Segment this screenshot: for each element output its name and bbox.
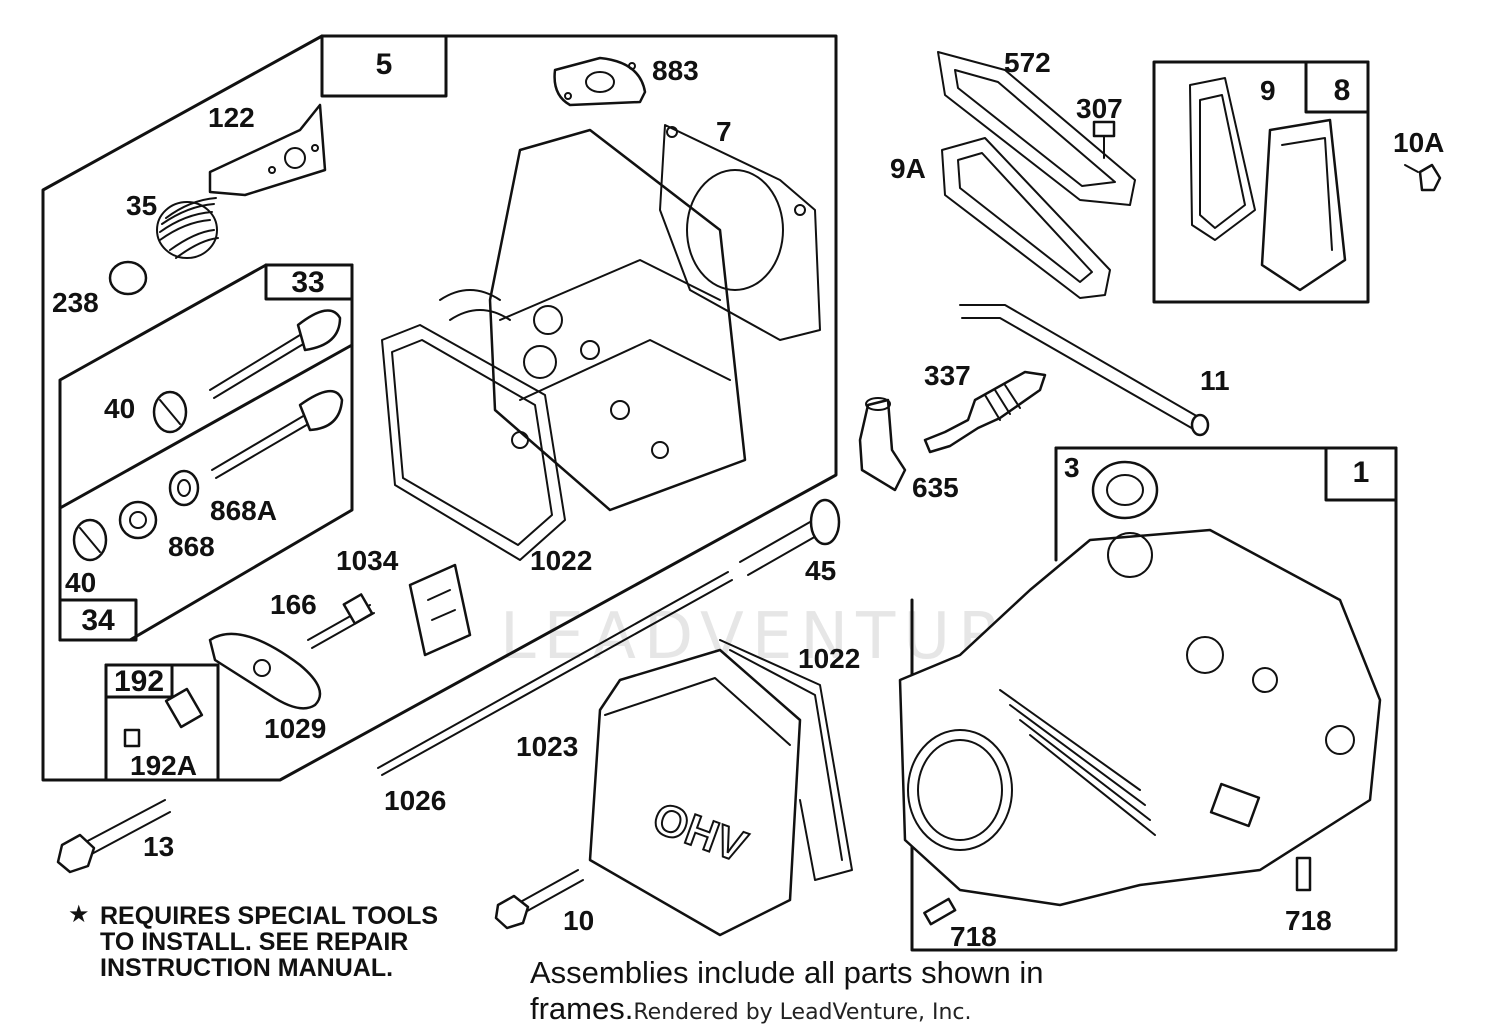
- label-1023: 1023: [516, 731, 578, 762]
- frame-5-label: 5: [376, 48, 393, 81]
- part-192a: [123, 687, 204, 748]
- part-9a-gasket: [941, 137, 1111, 299]
- part-1022-gasket-left: [381, 324, 566, 561]
- label-10a: 10A: [1393, 127, 1444, 158]
- footer: Assemblies include all parts shown in fr…: [530, 955, 1250, 1031]
- part-883-gasket: [553, 56, 647, 107]
- part-868a-washer: [168, 469, 200, 507]
- part-13-bolt: [56, 799, 171, 874]
- frame-34-tag: [58, 598, 138, 642]
- part-3-oil-seal: [1091, 460, 1159, 520]
- part-35-spring: [156, 197, 219, 259]
- star-icon: ★: [68, 900, 90, 928]
- label-9a: 9A: [890, 153, 926, 184]
- part-valve-upper: [209, 309, 342, 399]
- part-45-tube: [739, 498, 841, 576]
- part-11-tube: [959, 304, 1210, 437]
- part-1026-pushrod: [377, 571, 733, 776]
- label-1026: 1026: [384, 785, 446, 816]
- part-40-keeper-lower: [72, 518, 108, 562]
- part-crankcase: [898, 528, 1382, 907]
- label-192a: 192A: [130, 750, 197, 781]
- note-line-1: REQUIRES SPECIAL TOOLS: [100, 902, 439, 930]
- frame-34-label: 34: [81, 604, 115, 637]
- label-3: 3: [1064, 452, 1080, 483]
- note-line-2: TO INSTALL. SEE REPAIR: [100, 928, 409, 956]
- label-868a: 868A: [210, 495, 277, 526]
- frame-5: 5: [41, 34, 838, 782]
- part-1022-gasket-right: [719, 639, 853, 881]
- part-40-keeper-upper: [152, 390, 188, 434]
- frame-33-label: 33: [291, 266, 324, 299]
- label-868: 868: [168, 531, 215, 562]
- part-718-dowel-left: [923, 897, 957, 926]
- frame-33-tag: [264, 263, 354, 301]
- part-valve-lower: [211, 390, 344, 479]
- label-718-right: 718: [1285, 905, 1332, 936]
- label-35: 35: [126, 190, 157, 221]
- part-breather-cover: [1260, 118, 1347, 292]
- label-1029: 1029: [264, 713, 326, 744]
- part-572-gasket: [937, 51, 1136, 206]
- part-166-stud: [307, 593, 375, 649]
- part-7-head-gasket: [659, 124, 821, 341]
- label-122: 122: [208, 102, 255, 133]
- rendered-by: Rendered by LeadVenture, Inc.: [633, 1000, 972, 1025]
- part-635-boot: [858, 397, 907, 492]
- label-337: 337: [924, 360, 971, 391]
- label-13: 13: [143, 831, 174, 862]
- label-45: 45: [805, 555, 836, 586]
- part-10-bolt: [494, 869, 584, 930]
- frame-192-label: 192: [114, 665, 164, 698]
- label-718-left: 718: [950, 921, 997, 952]
- part-10a-screw: [1404, 163, 1442, 192]
- label-166: 166: [270, 589, 317, 620]
- part-9-gasket: [1189, 77, 1256, 241]
- frame-192: 192: [104, 663, 220, 782]
- part-718-dowel-right: [1295, 856, 1312, 892]
- part-1023-valve-cover: OHV: [588, 648, 802, 937]
- special-tools-note: REQUIRES SPECIAL TOOLS TO INSTALL. SEE R…: [68, 903, 438, 981]
- label-1022-left: 1022: [530, 545, 592, 576]
- label-9: 9: [1260, 75, 1276, 106]
- label-10: 10: [563, 905, 594, 936]
- label-7: 7: [716, 116, 732, 147]
- label-40-upper: 40: [104, 393, 135, 424]
- frame-33-34: 33 34: [58, 263, 354, 642]
- label-883: 883: [652, 55, 699, 86]
- part-122-plate: [208, 103, 327, 197]
- part-cylinder-head: [439, 128, 747, 512]
- label-40-lower: 40: [65, 567, 96, 598]
- frame-8: 8: [1152, 60, 1370, 304]
- part-337-spark-plug: [923, 370, 1047, 454]
- frame-5-tag: [320, 34, 448, 98]
- part-307-screw: [1092, 120, 1116, 159]
- label-1022-right: 1022: [798, 643, 860, 674]
- label-635: 635: [912, 472, 959, 503]
- frame-1-label: 1: [1353, 456, 1370, 489]
- label-572: 572: [1004, 47, 1051, 78]
- label-11: 11: [1200, 365, 1230, 396]
- part-1034-plate: [408, 563, 472, 657]
- note-line-3: INSTRUCTION MANUAL.: [100, 954, 394, 982]
- frame-8-label: 8: [1334, 74, 1351, 107]
- footer-text: Assemblies include all parts shown in fr…: [530, 955, 1044, 1026]
- part-1029-rocker: [208, 632, 322, 710]
- label-238: 238: [52, 287, 99, 318]
- part-868-seal: [118, 500, 158, 540]
- label-1034: 1034: [336, 545, 399, 576]
- part-238-cap: [108, 260, 148, 296]
- label-307: 307: [1076, 93, 1123, 124]
